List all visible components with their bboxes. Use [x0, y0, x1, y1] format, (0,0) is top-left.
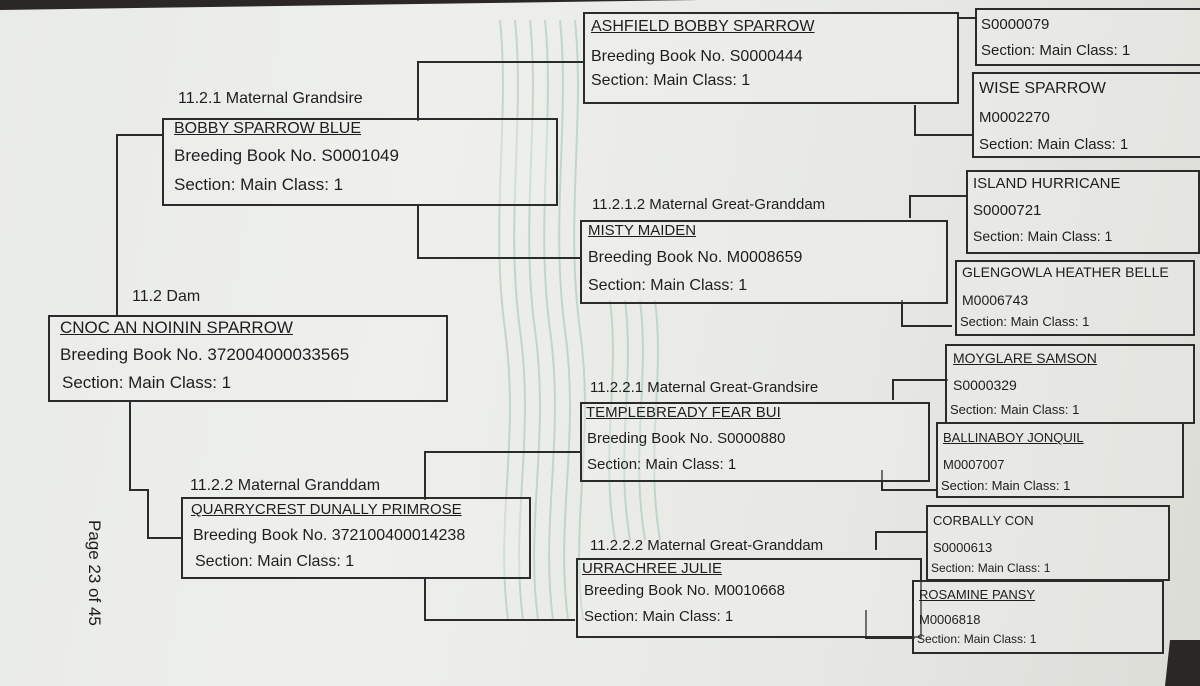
gen4-6-reg: M0007007	[943, 457, 1005, 472]
gen4-3-section: Section: Main Class: 1	[973, 228, 1113, 244]
great-grandsire-2-reg: Breeding Book No. S0000880	[587, 430, 786, 447]
granddam-section: Section: Main Class: 1	[195, 553, 355, 570]
gen4-box-5: MOYGLARE SAMSON S0000329 Section: Main C…	[945, 344, 1195, 424]
great-granddam-2-label: 11.2.2.2 Maternal Great-Granddam	[590, 537, 824, 554]
grandsire-box: BOBBY SPARROW BLUE Breeding Book No. S00…	[162, 118, 558, 206]
great-granddam-1-reg: Breeding Book No. M0008659	[588, 249, 803, 266]
grandsire-label: 11.2.1 Maternal Grandsire	[178, 90, 363, 107]
dam-reg: Breeding Book No. 372004000033565	[60, 345, 350, 364]
grandsire-reg: Breeding Book No. S0001049	[174, 146, 399, 165]
page-number: Page 23 of 45	[85, 520, 104, 626]
gen4-8-reg: M0006818	[919, 612, 981, 627]
gen4-4-section: Section: Main Class: 1	[960, 314, 1090, 329]
granddam-box: QUARRYCREST DUNALLY PRIMROSE Breeding Bo…	[181, 497, 531, 579]
great-grandsire-2-name: TEMPLEBREADY FEAR BUI	[586, 404, 781, 421]
gen4-1-section: Section: Main Class: 1	[981, 42, 1131, 59]
gen4-box-4: GLENGOWLA HEATHER BELLE M0006743 Section…	[955, 260, 1195, 336]
watermark-pattern	[498, 19, 661, 621]
pedigree-connectors	[116, 17, 975, 639]
gen4-5-name: MOYGLARE SAMSON	[953, 350, 1097, 366]
gen4-box-3: ISLAND HURRICANE S0000721 Section: Main …	[966, 170, 1200, 254]
great-granddam-1-section: Section: Main Class: 1	[588, 277, 748, 294]
great-granddam-1-box: MISTY MAIDEN Breeding Book No. M0008659 …	[580, 220, 948, 304]
gen4-2-reg: M0002270	[979, 109, 1050, 126]
gen4-box-8: ROSAMINE PANSY M0006818 Section: Main Cl…	[912, 580, 1164, 654]
dam-label: 11.2 Dam	[132, 288, 201, 305]
gen4-3-reg: S0000721	[973, 202, 1042, 219]
great-granddam-2-reg: Breeding Book No. M0010668	[584, 582, 785, 599]
gen4-2-section: Section: Main Class: 1	[979, 136, 1129, 153]
dam-section: Section: Main Class: 1	[62, 373, 232, 392]
gen4-box-7: CORBALLY CON S0000613 Section: Main Clas…	[926, 505, 1170, 581]
dam-box: CNOC AN NOININ SPARROW Breeding Book No.…	[48, 315, 448, 402]
gen4-4-reg: M0006743	[962, 292, 1029, 308]
gen4-box-1: S0000079 Section: Main Class: 1	[975, 8, 1200, 66]
gen4-box-2: WISE SPARROW M0002270 Section: Main Clas…	[972, 72, 1200, 158]
gen4-5-section: Section: Main Class: 1	[950, 402, 1080, 417]
grandsire-name: BOBBY SPARROW BLUE	[174, 120, 362, 137]
great-granddam-1-label: 11.2.1.2 Maternal Great-Granddam	[592, 196, 826, 213]
great-grandsire-2-label: 11.2.2.1 Maternal Great-Grandsire	[590, 379, 819, 396]
gen4-7-section: Section: Main Class: 1	[931, 561, 1051, 575]
gen4-7-name: CORBALLY CON	[933, 513, 1034, 528]
great-granddam-2-section: Section: Main Class: 1	[584, 608, 734, 625]
great-grandsire-1-section: Section: Main Class: 1	[591, 72, 751, 89]
gen4-6-section: Section: Main Class: 1	[941, 478, 1071, 493]
great-grandsire-1-reg: Breeding Book No. S0000444	[591, 48, 803, 65]
granddam-label: 11.2.2 Maternal Granddam	[190, 477, 381, 494]
gen4-8-name: ROSAMINE PANSY	[919, 587, 1036, 602]
gen4-box-6: BALLINABOY JONQUIL M0007007 Section: Mai…	[936, 422, 1184, 498]
great-grandsire-2-box: TEMPLEBREADY FEAR BUI Breeding Book No. …	[580, 402, 930, 482]
granddam-reg: Breeding Book No. 372100400014238	[193, 527, 466, 544]
gen4-7-reg: S0000613	[933, 540, 993, 555]
gen4-1-reg: S0000079	[981, 16, 1050, 33]
great-granddam-1-name: MISTY MAIDEN	[588, 222, 697, 239]
great-grandsire-1-name: ASHFIELD BOBBY SPARROW	[591, 18, 815, 35]
great-grandsire-2-section: Section: Main Class: 1	[587, 456, 737, 473]
gen4-8-section: Section: Main Class: 1	[917, 632, 1037, 646]
great-granddam-2-box: URRACHREE JULIE Breeding Book No. M00106…	[576, 558, 922, 638]
gen4-5-reg: S0000329	[953, 377, 1017, 393]
gen4-6-name: BALLINABOY JONQUIL	[943, 430, 1084, 445]
granddam-name: QUARRYCREST DUNALLY PRIMROSE	[191, 501, 462, 518]
grandsire-section: Section: Main Class: 1	[174, 175, 344, 194]
great-grandsire-1-box: ASHFIELD BOBBY SPARROW Breeding Book No.…	[583, 12, 959, 104]
gen4-3-name: ISLAND HURRICANE	[973, 175, 1121, 192]
great-granddam-2-name: URRACHREE JULIE	[582, 560, 723, 577]
gen4-2-name: WISE SPARROW	[979, 80, 1106, 97]
gen4-4-name: GLENGOWLA HEATHER BELLE	[962, 264, 1169, 280]
dam-name: CNOC AN NOININ SPARROW	[60, 318, 293, 337]
